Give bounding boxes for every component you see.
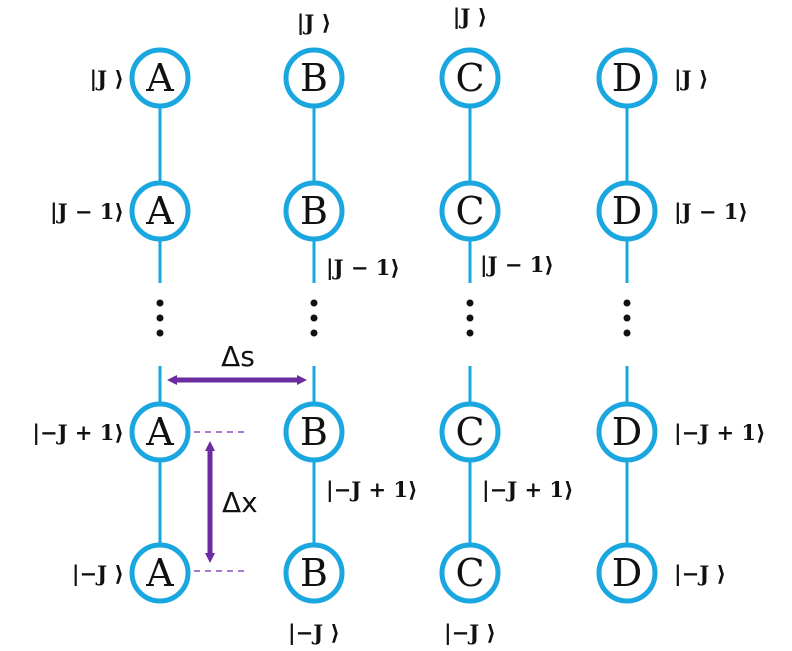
state-label-d-second: |J − 1⟩ (674, 199, 748, 224)
nodes: A A A A B B B B (129, 47, 658, 604)
state-labels: |J ⟩ |J − 1⟩ |−J + 1⟩ |−J ⟩ |J ⟩ |J − 1⟩… (32, 4, 765, 645)
state-label-b-top: |J ⟩ (297, 10, 331, 35)
node-letter: A (145, 410, 174, 454)
node-letter: A (145, 56, 174, 100)
ellipsis-c (466, 299, 474, 337)
node-b-third: B (283, 401, 345, 463)
node-letter: A (145, 189, 174, 233)
delta-s-arrow: Δs (167, 340, 307, 385)
ellipsis-b (310, 299, 318, 337)
state-label-a-third: |−J + 1⟩ (32, 420, 124, 445)
node-letter: C (455, 410, 484, 454)
state-label-d-third: |−J + 1⟩ (674, 420, 766, 445)
state-label-b-bottom: |−J ⟩ (288, 620, 340, 645)
node-letter: C (455, 56, 484, 100)
node-d-bottom: D (596, 542, 658, 604)
state-label-a-second: |J − 1⟩ (50, 199, 124, 224)
node-c-third: C (439, 401, 501, 463)
state-label-b-second: |J − 1⟩ (326, 255, 400, 280)
node-letter: D (612, 189, 642, 233)
node-letter: B (300, 189, 328, 233)
node-letter: D (612, 551, 642, 595)
node-letter: D (612, 410, 642, 454)
node-c-bottom: C (439, 542, 501, 604)
node-letter: B (300, 56, 328, 100)
state-label-c-second: |J − 1⟩ (480, 252, 554, 277)
node-d-third: D (596, 401, 658, 463)
node-a-second: A (129, 180, 191, 242)
node-b-second: B (283, 180, 345, 242)
delta-s-label: Δs (221, 340, 255, 373)
state-label-a-bottom: |−J ⟩ (72, 561, 124, 586)
node-letter: C (455, 189, 484, 233)
node-c-second: C (439, 180, 501, 242)
node-b-top: B (283, 47, 345, 109)
node-b-bottom: B (283, 542, 345, 604)
state-label-c-top: |J ⟩ (453, 4, 487, 29)
state-label-a-top: |J ⟩ (90, 66, 124, 91)
ellipses (156, 299, 631, 337)
state-label-b-third: |−J + 1⟩ (326, 477, 418, 502)
state-label-c-third: |−J + 1⟩ (482, 477, 574, 502)
node-a-third: A (129, 401, 191, 463)
ellipsis-d (623, 299, 631, 337)
node-a-bottom: A (129, 542, 191, 604)
wires (158, 105, 629, 545)
node-letter: B (300, 410, 328, 454)
state-label-d-bottom: |−J ⟩ (674, 561, 726, 586)
delta-x-arrow: Δx (194, 431, 258, 572)
node-letter: C (455, 551, 484, 595)
node-letter: A (145, 551, 174, 595)
delta-x-label: Δx (222, 486, 258, 519)
node-letter: B (300, 551, 328, 595)
ellipsis-a (156, 299, 164, 337)
node-c-top: C (439, 47, 501, 109)
node-letter: D (612, 56, 642, 100)
node-d-second: D (596, 180, 658, 242)
state-label-d-top: |J ⟩ (674, 66, 708, 91)
node-d-top: D (596, 47, 658, 109)
state-label-c-bottom: |−J ⟩ (444, 620, 496, 645)
node-a-top: A (129, 47, 191, 109)
